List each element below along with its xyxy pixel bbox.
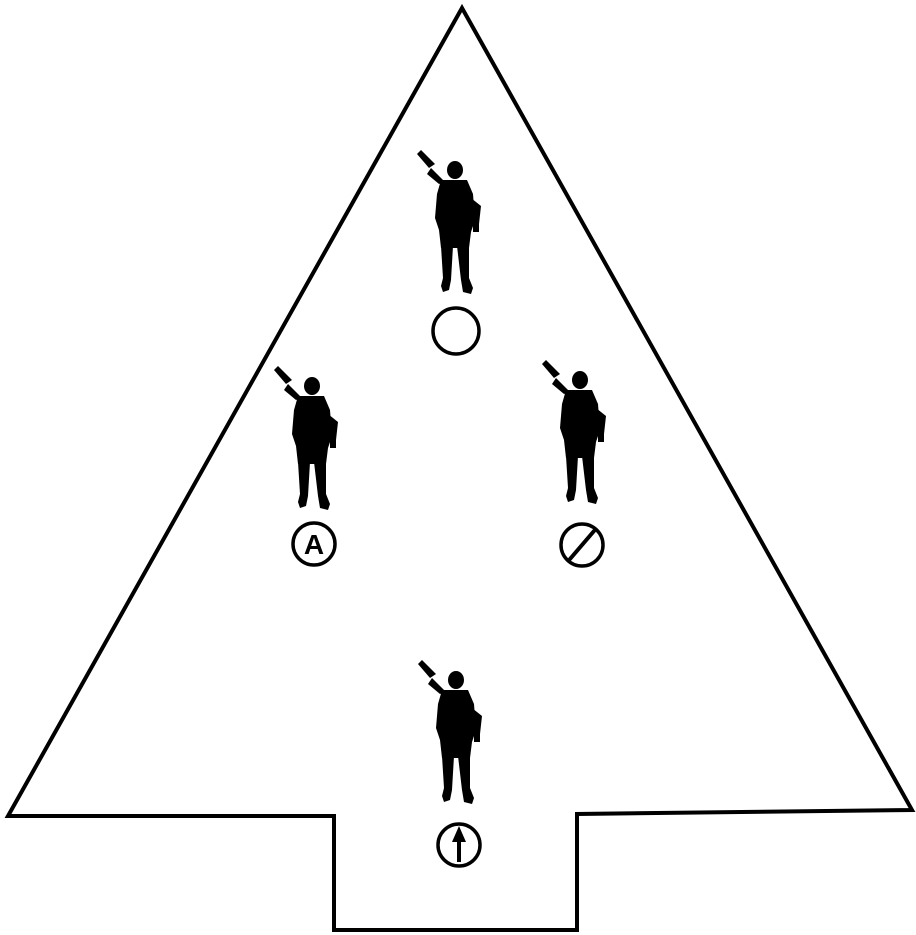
letter-circle-icon: A bbox=[293, 523, 335, 565]
marker-letter-a: A bbox=[304, 529, 324, 560]
arrow-circle-icon bbox=[438, 824, 480, 866]
wedge-outline bbox=[8, 8, 912, 930]
empty-circle-icon bbox=[433, 308, 479, 354]
slashed-circle-icon bbox=[561, 524, 603, 566]
